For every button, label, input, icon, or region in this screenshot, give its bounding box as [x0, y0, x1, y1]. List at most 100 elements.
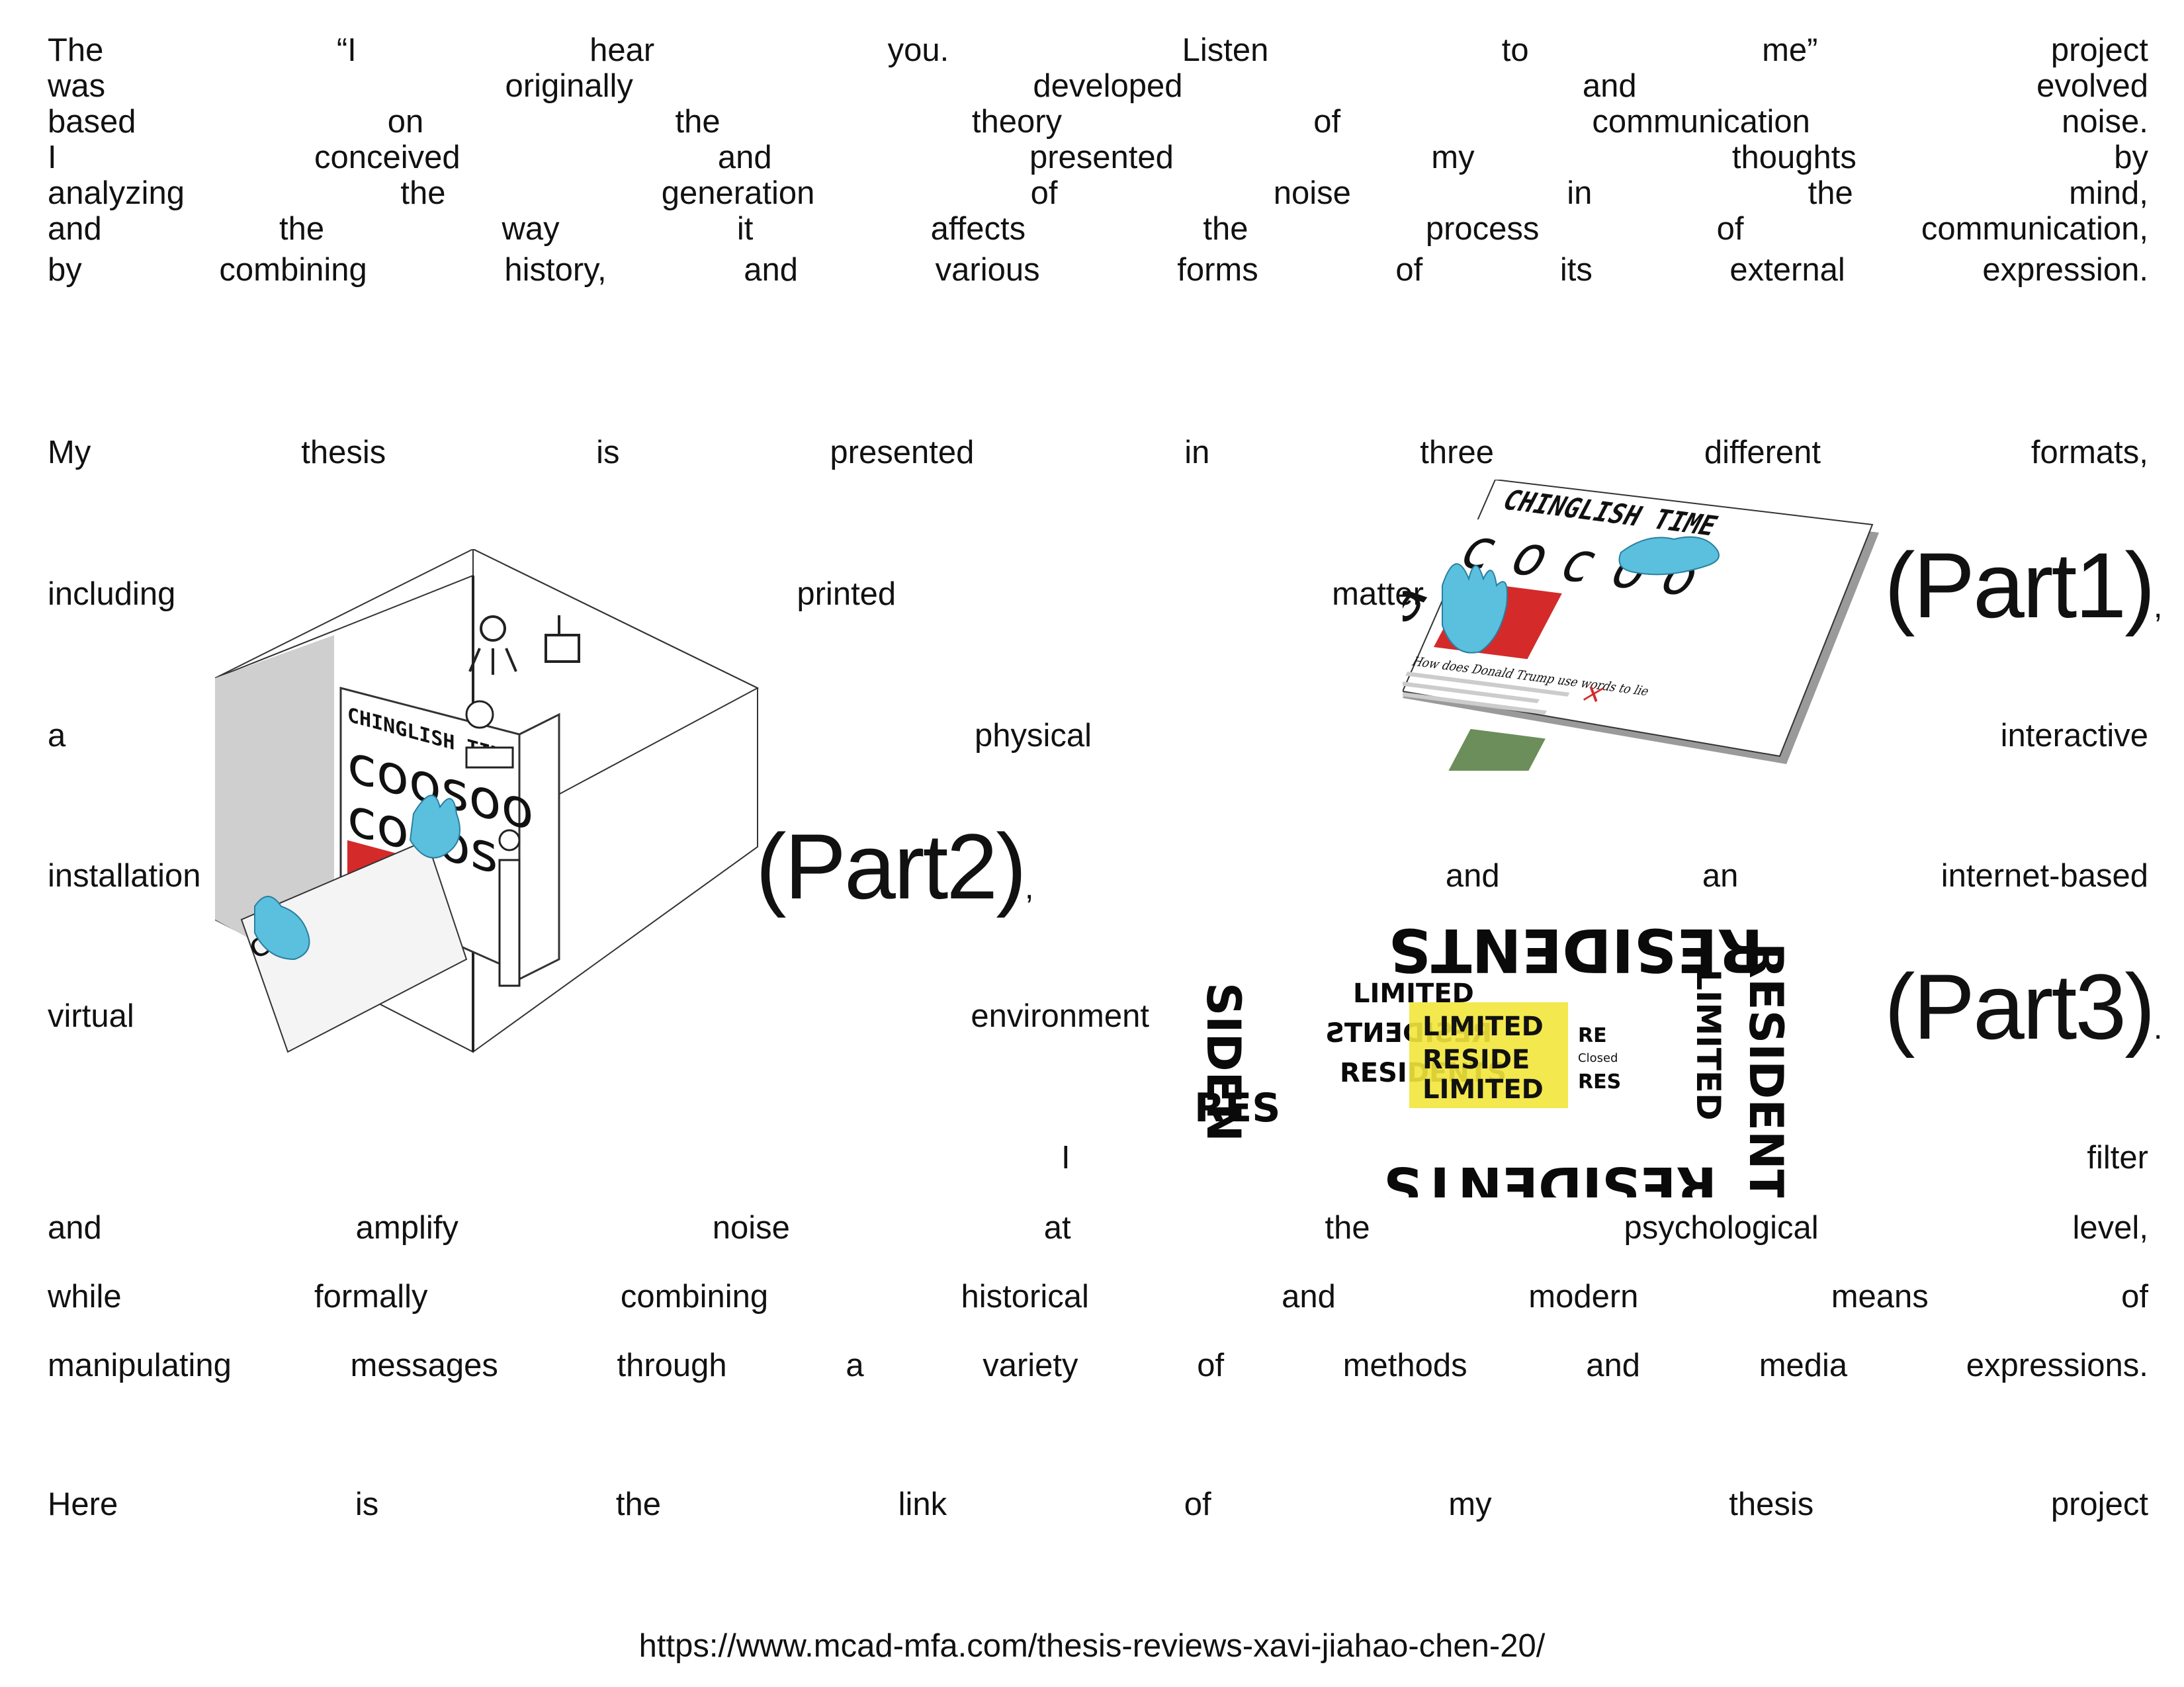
word: the [615, 1487, 661, 1522]
newspaper-illustration: CHINGLISH TIME c o c o o How does Donald… [1403, 480, 1879, 771]
part2-text: (Part2) [756, 814, 1027, 918]
word: in [1184, 435, 1210, 470]
word: and [717, 140, 772, 175]
word: and [1282, 1279, 1336, 1315]
word: hear [590, 32, 655, 68]
word: theory [971, 104, 1063, 140]
word: modern [1528, 1279, 1639, 1315]
word: way [502, 211, 560, 247]
word-physical: physical [974, 718, 1092, 754]
word: the [675, 104, 721, 140]
word: affects [930, 211, 1026, 247]
para1-line-2: was originally developed and evolved [48, 70, 2148, 103]
word: methods [1342, 1348, 1467, 1383]
word: while [48, 1279, 122, 1315]
para2-line-3: a physical interactive [48, 720, 2148, 752]
word: process [1425, 211, 1540, 247]
word: the [1808, 175, 1853, 211]
part3-label: (Part3). [1884, 955, 2163, 1059]
word: link [898, 1487, 947, 1522]
word: thesis [1729, 1487, 1814, 1522]
word: history, [504, 252, 607, 288]
env-text-closed: Closed [1578, 1051, 1618, 1065]
word-including: including [48, 576, 176, 612]
svg-text:RESIDE: RESIDE [1422, 1045, 1530, 1075]
word: a [846, 1348, 864, 1383]
glove-icon-4 [409, 795, 460, 859]
word: presented [1029, 140, 1174, 175]
virtual-environment-illustration: RESIDENTS SIDEN LIMITED RESIDENTS RESIDE… [1181, 903, 1826, 1197]
word: thesis [301, 435, 386, 470]
word: of [1395, 252, 1423, 288]
word: I [48, 140, 57, 175]
svg-text:RE: RE [1578, 1024, 1607, 1047]
svg-text:RESIDENTS: RESIDENTS [1383, 1155, 1717, 1197]
word: my [1431, 140, 1475, 175]
word: evolved [2036, 68, 2148, 104]
word: and [1586, 1348, 1641, 1383]
thesis-link[interactable]: https://www.mcad-mfa.com/thesis-reviews-… [638, 1628, 1546, 1664]
word: of [1313, 104, 1341, 140]
word-and: and [1445, 858, 1500, 894]
word: and [48, 211, 102, 247]
word: combining [219, 252, 367, 288]
word-a: a [48, 718, 66, 754]
glove-icon [1442, 563, 1508, 654]
word: presented [830, 435, 975, 470]
para2-line-4: installation and an internet-based [48, 860, 2148, 892]
word-internet-based: internet-based [1941, 858, 2148, 894]
word: and [1582, 68, 1637, 104]
part2-label: (Part2), [756, 814, 1034, 918]
word: media [1759, 1348, 1848, 1383]
word: the [1203, 211, 1248, 247]
word: of [1184, 1487, 1211, 1522]
word: thoughts [1731, 140, 1856, 175]
word-interactive: interactive [2000, 718, 2148, 754]
glove-icon-2 [1618, 536, 1720, 576]
word: communication, [1921, 211, 2148, 247]
word: developed [1033, 68, 1183, 104]
word: noise [1273, 175, 1351, 211]
env-text-residents-top: RESIDENTS [1388, 915, 1763, 984]
word-an: an [1702, 858, 1739, 894]
word: analyzing [48, 175, 185, 211]
word: it [736, 211, 754, 247]
svg-text:RES: RES [1578, 1070, 1621, 1094]
word: psychological [1624, 1210, 1819, 1246]
word: was [48, 68, 106, 104]
word: means [1831, 1279, 1929, 1315]
glove-icon-3 [254, 896, 310, 961]
part3-text: (Part3) [1884, 955, 2156, 1059]
word: My [48, 435, 91, 470]
word: variety [983, 1348, 1078, 1383]
svg-text:SIDEN: SIDEN [1196, 982, 1250, 1142]
word: messages [350, 1348, 498, 1383]
word: Here [48, 1487, 118, 1522]
word: The [48, 32, 104, 68]
svg-text:LIMITED: LIMITED [1422, 1074, 1544, 1105]
word: noise. [2062, 104, 2148, 140]
word: of [1716, 211, 1744, 247]
word: in [1567, 175, 1593, 211]
word-environment: environment [971, 998, 1149, 1034]
word: formats, [2031, 435, 2148, 470]
word: originally [505, 68, 633, 104]
word: level, [2072, 1210, 2148, 1246]
word: historical [961, 1279, 1089, 1315]
word: Listen [1182, 32, 1269, 68]
word-printed: printed [797, 576, 896, 612]
word: expressions. [1966, 1348, 2148, 1383]
svg-text:RESIDENTS: RESIDENTS [1739, 943, 1793, 1197]
word: conceived [314, 140, 460, 175]
word: of [1030, 175, 1058, 211]
word: the [1325, 1210, 1370, 1246]
